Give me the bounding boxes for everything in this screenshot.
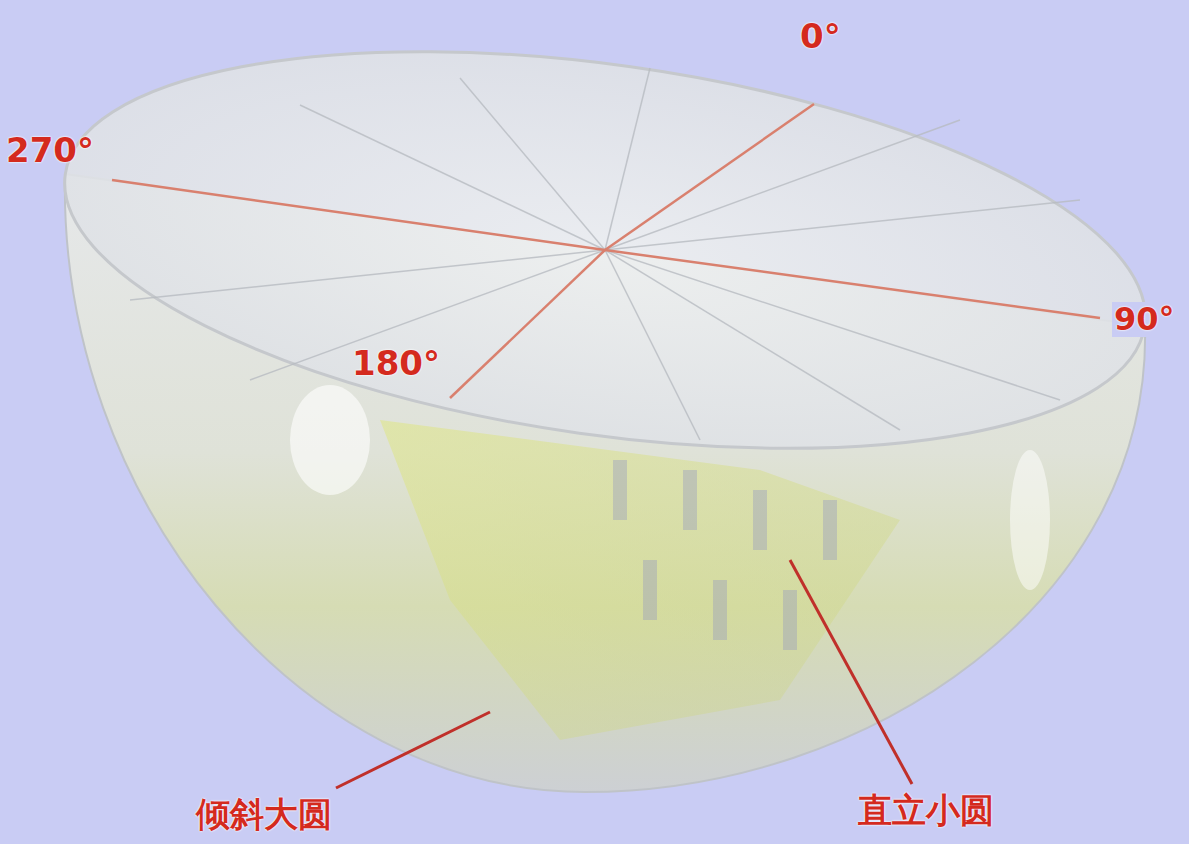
- circle-label: 直立小圆: [858, 792, 994, 829]
- angle-label: 270°: [6, 132, 94, 169]
- angle-label: 90°: [1112, 302, 1177, 337]
- axis-lines: [112, 104, 1100, 398]
- rim-plane: [40, 0, 1171, 509]
- highlight: [290, 385, 370, 495]
- leader-lines: [336, 560, 912, 788]
- tilted-plane: [380, 420, 900, 740]
- angle-label: 0°: [800, 18, 841, 55]
- checker-pattern: [620, 460, 830, 650]
- highlight: [1010, 450, 1050, 590]
- angle-label: 180°: [352, 345, 440, 382]
- radial-lines: [130, 68, 1080, 440]
- circle-label: 倾斜大圆: [196, 796, 332, 833]
